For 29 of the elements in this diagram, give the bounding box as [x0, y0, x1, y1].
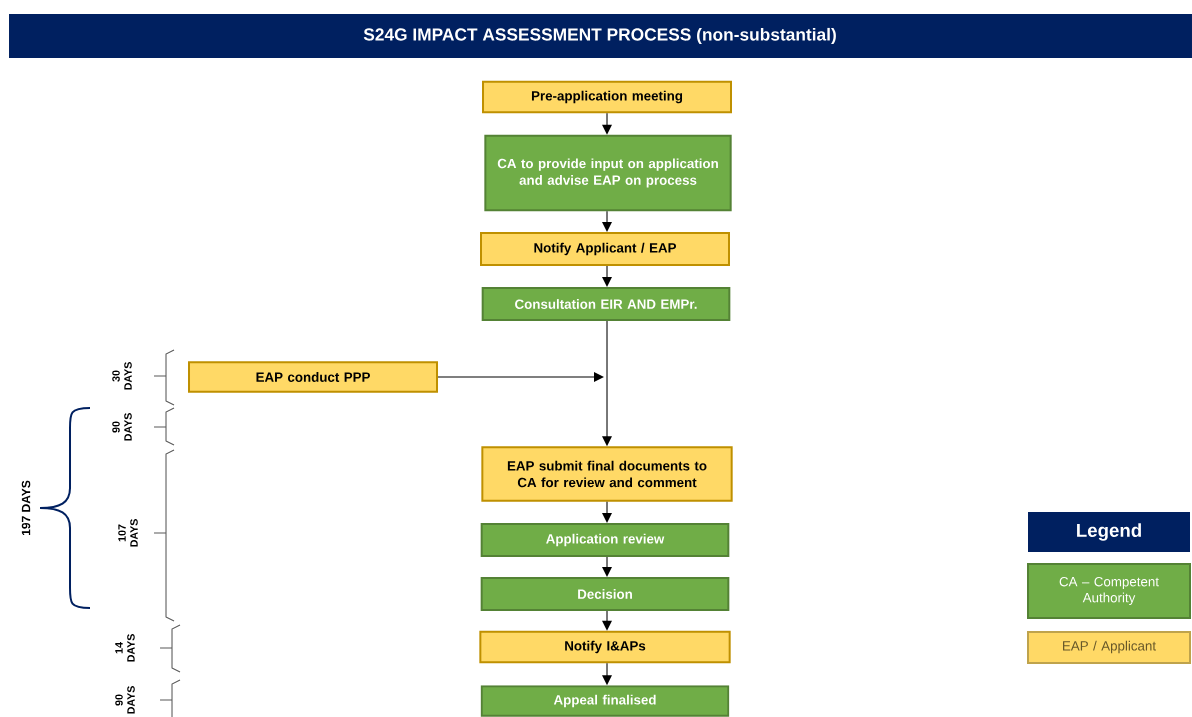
duration-label: 14 DAYS: [115, 634, 135, 662]
legend-item: CA – Competent Authority: [1027, 563, 1191, 619]
duration-label: 30 DAYS: [112, 362, 132, 390]
legend-header: Legend: [1028, 512, 1190, 552]
arrow: [602, 662, 612, 686]
title-banner: S24G IMPACT ASSESSMENT PROCESS (non-substantial): [9, 14, 1192, 58]
process-box: Application review: [480, 523, 730, 557]
arrow: [602, 210, 612, 232]
duration-label: 197 DAYS: [21, 480, 31, 536]
process-box: EAP submit final documents to CA for review and comment: [481, 446, 733, 502]
arrow: [602, 610, 612, 631]
process-box: CA to provide input on application and advise EAP on process: [484, 134, 732, 212]
duration-label: 107 DAYS: [118, 519, 138, 547]
duration-label: 90 DAYS: [112, 413, 132, 441]
arrow: [602, 265, 612, 287]
process-box: Decision: [480, 577, 730, 611]
arrow: [602, 501, 612, 523]
process-box: Pre-application meeting: [482, 80, 732, 114]
arrow: [602, 556, 612, 577]
process-box: Consultation EIR AND EMPr.: [481, 287, 731, 321]
arrow: [602, 320, 612, 447]
arrow: [602, 112, 612, 135]
legend-item: EAP / Applicant: [1027, 631, 1191, 664]
process-box: Notify I&APs: [479, 630, 731, 664]
arrow: [437, 372, 604, 382]
process-box: Appeal finalised: [480, 685, 730, 717]
process-box: EAP conduct PPP: [188, 361, 438, 393]
process-box: Notify Applicant / EAP: [480, 232, 730, 266]
duration-label: 90 DAYS: [115, 686, 135, 714]
